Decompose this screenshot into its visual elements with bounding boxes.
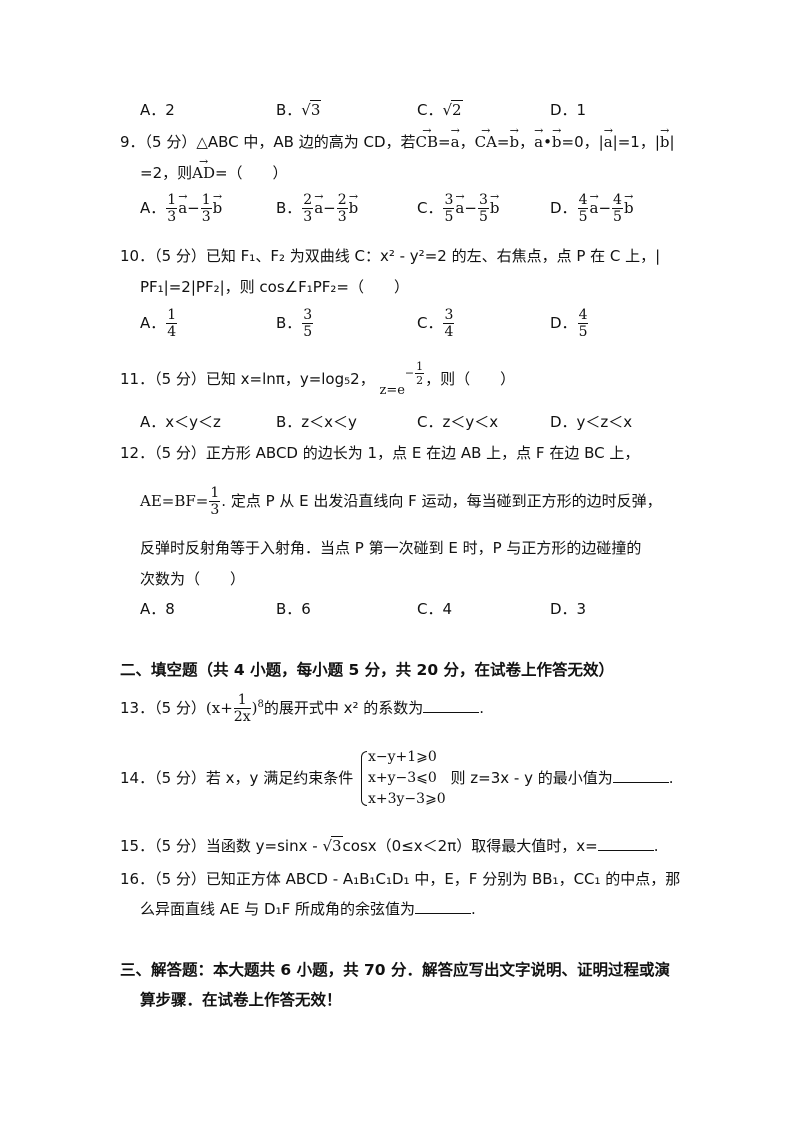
q8-option-a: A．2 xyxy=(140,101,175,119)
q16-stem-line2: 么异面直线 AE 与 D₁F 所成角的余弦值为. xyxy=(140,900,476,918)
q9-stem-line1: 9．（5 分）△ABC 中，AB 边的高为 CD，若CB=a，CA=b，a•b=… xyxy=(120,124,675,152)
q10-stem-line2: PF₁|=2|PF₂|，则 cos∠F₁PF₂=（ ） xyxy=(140,278,409,296)
q14-answer-blank[interactable] xyxy=(612,782,669,783)
q11-option-a: A．x＜y＜z xyxy=(140,413,221,431)
q16-stem-line1: 16．（5 分）已知正方体 ABCD - A₁B₁C₁D₁ 中，E，F 分别为 … xyxy=(120,870,681,888)
q12-stem-line1: 12．（5 分）正方形 ABCD 的边长为 1，点 E 在边 AB 上，点 F … xyxy=(120,444,640,462)
section-3-heading-line2: 算步骤．在试卷上作答无效！ xyxy=(140,991,342,1009)
q15-answer-blank[interactable] xyxy=(597,850,654,851)
q8-option-c: C．√2 xyxy=(417,100,463,119)
q9-option-b: B．23a−23b xyxy=(276,190,358,224)
q13-answer-blank[interactable] xyxy=(423,712,480,713)
q11-option-c: C．z＜y＜x xyxy=(417,413,499,431)
q14-stem: 14．（5 分）若 x，y 满足约束条件 x−y+1⩾0 x+y−3⩽0 x+3… xyxy=(120,747,674,810)
q11-option-d: D．y＜z＜x xyxy=(550,413,633,431)
q12-stem-line3: 反弹时反射角等于入射角．当点 P 第一次碰到 E 时，P 与正方形的边碰撞的 xyxy=(140,539,642,557)
section-2-heading: 二、填空题（共 4 小题，每小题 5 分，共 20 分，在试卷上作答无效） xyxy=(120,661,615,679)
section-3-heading-line1: 三、解答题：本大题共 6 小题，共 70 分．解答应写出文字说明、证明过程或演 xyxy=(120,961,670,979)
q16-answer-blank[interactable] xyxy=(415,913,472,914)
q12-option-c: C．4 xyxy=(417,600,453,618)
q12-option-a: A．8 xyxy=(140,600,175,618)
q9-option-d: D．45a−45b xyxy=(550,190,634,224)
q9-option-a: A．13a−13b xyxy=(140,190,222,224)
q8-option-d: D．1 xyxy=(550,101,587,119)
q9-option-c: C．35a−35b xyxy=(417,190,499,224)
q15-stem: 15．（5 分）当函数 y=sinx - √3cosx（0≤x＜2π）取得最大值… xyxy=(120,836,659,855)
q14-constraint-system: x−y+1⩾0 x+y−3⩽0 x+3y−3⩾0 xyxy=(358,747,446,810)
q12-option-b: B．6 xyxy=(276,600,311,618)
q8-option-b: B．√3 xyxy=(276,100,322,119)
q12-stem-line4: 次数为（ ） xyxy=(140,570,246,588)
q11-option-b: B．z＜x＜y xyxy=(276,413,357,431)
q9-stem-line2: =2，则AD=（ ） xyxy=(140,155,288,183)
q10-stem-line1: 10．（5 分）已知 F₁、F₂ 为双曲线 C：x² - y²=2 的左、右焦点… xyxy=(120,247,661,265)
q12-option-d: D．3 xyxy=(550,600,587,618)
